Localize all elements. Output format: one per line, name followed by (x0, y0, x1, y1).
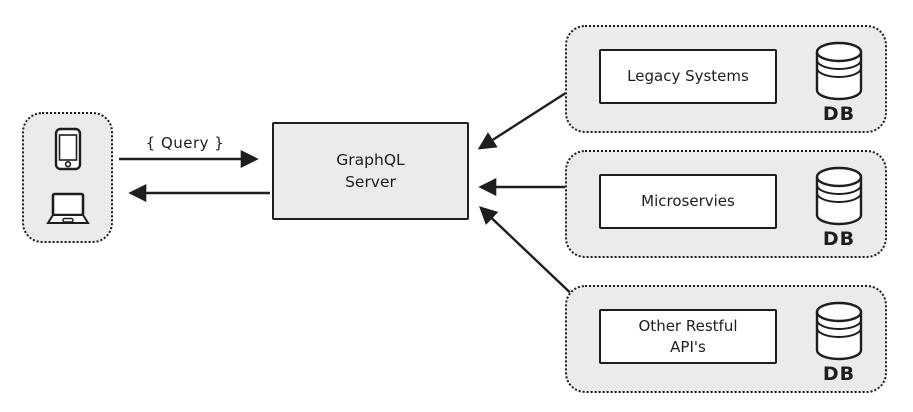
backend-group-other-restful-apis: Other Restful API's DB (565, 285, 887, 393)
query-label: { Query } (145, 134, 225, 152)
clients-group (22, 112, 113, 243)
service-label: Legacy Systems (627, 67, 749, 86)
server-label: GraphQL Server (336, 150, 405, 191)
backend-group-legacy-systems: Legacy Systems DB (565, 25, 887, 133)
graphql-server-box: GraphQL Server (272, 122, 469, 220)
laptop-icon (45, 192, 90, 224)
database-icon (815, 301, 863, 361)
db-label: DB (822, 103, 856, 125)
legacy-systems-box: Legacy Systems (599, 49, 777, 104)
smartphone-icon (54, 127, 81, 171)
database-icon (815, 41, 863, 101)
legacy-db: DB (813, 40, 865, 125)
microservices-db: DB (813, 165, 865, 250)
other-restful-db: DB (813, 300, 865, 385)
db-label: DB (822, 363, 856, 385)
microservices-box: Microservies (599, 174, 777, 229)
database-icon (815, 166, 863, 226)
backend-group-microservices: Microservies DB (565, 150, 887, 258)
service-label: Other Restful API's (638, 317, 738, 356)
db-label: DB (822, 228, 856, 250)
service-label: Microservies (641, 192, 735, 211)
other-restful-apis-box: Other Restful API's (599, 309, 777, 364)
